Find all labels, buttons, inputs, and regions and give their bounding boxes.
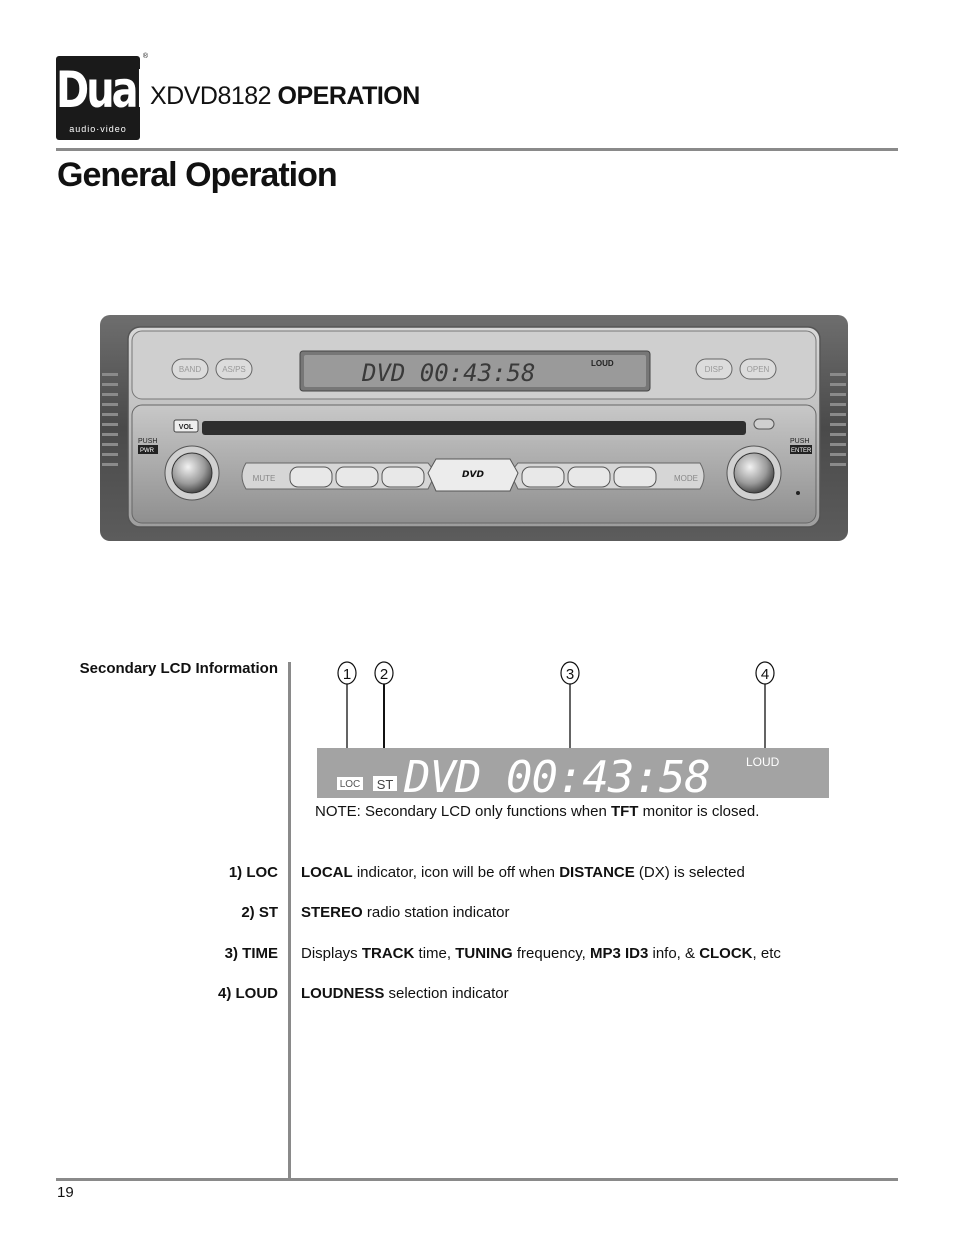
def-time-t3: info, &: [648, 945, 700, 962]
lcd-note: NOTE: Secondary LCD only functions when …: [315, 803, 759, 820]
def-label-loc: 1) LOC: [228, 864, 278, 881]
page-number: 19: [57, 1184, 74, 1201]
faceplate-push-left: PUSH: [138, 438, 157, 445]
faceplate-enter-label: ENTER: [791, 448, 812, 454]
faceplate-disp-label: DISP: [705, 365, 724, 374]
st-icon-box: [373, 776, 397, 791]
loc-icon-box: [337, 777, 363, 790]
def-loc-b1: LOCAL: [301, 864, 353, 881]
callout-1: 1: [343, 666, 351, 683]
faceplate-mode-label: MODE: [674, 474, 698, 483]
logo-subtitle: audio·video: [69, 124, 127, 134]
faceplate-loud-indicator: LOUD: [591, 359, 614, 368]
section-heading: Secondary LCD Information: [79, 660, 278, 677]
def-time-t0: Displays: [301, 945, 362, 962]
registered-mark: ®: [142, 53, 148, 60]
def-time-t1: time,: [414, 945, 456, 962]
note-bold: TFT: [610, 803, 639, 820]
lcd-panel: [317, 748, 829, 798]
footer-rule: [56, 1178, 898, 1181]
def-st-b1: STEREO: [301, 904, 363, 921]
callout-2: 2: [380, 666, 388, 683]
secondary-lcd-diagram: 1 2 3 4 LOC ST DVD 00:43:58 LOUD: [317, 661, 829, 800]
faceplate-dvd-logo: DVD: [462, 470, 484, 480]
faceplate-open-label: OPEN: [747, 365, 770, 374]
faceplate-upper-buttons: BAND AS/PS DISP OPEN: [171, 358, 777, 380]
def-label-time: 3) TIME: [224, 945, 278, 962]
def-text-st: STEREO radio station indicator: [301, 904, 509, 921]
dual-logo: Dual audio·video ®: [56, 53, 149, 140]
def-loc-t2: (DX) is selected: [634, 864, 745, 881]
def-loc-b2: DISTANCE: [559, 864, 635, 881]
def-time-b3: MP3 ID3: [589, 945, 649, 962]
faceplate-pwr-label: PWR: [140, 448, 155, 454]
note-prefix: NOTE: Secondary LCD only functions when: [315, 803, 611, 820]
def-text-time: Displays TRACK time, TUNING frequency, M…: [301, 945, 781, 962]
logo-word: Dual: [56, 62, 149, 120]
def-time-t2: frequency,: [512, 945, 590, 962]
radio-faceplate-illustration: DVD 00:43:58 LOUD BAND AS/PS DISP OPEN V…: [100, 315, 848, 541]
faceplate-band-label: BAND: [179, 365, 201, 374]
model-heading: XDVD8182 OPERATION: [150, 82, 420, 111]
note-suffix: monitor is closed.: [638, 803, 760, 820]
st-icon: ST: [377, 777, 394, 792]
callout-3: 3: [566, 666, 574, 683]
lcd-digits: DVD 00:43:58: [403, 752, 710, 800]
def-time-b1: TRACK: [361, 945, 415, 962]
def-time-b4: CLOCK: [699, 945, 753, 962]
page-title: General Operation: [57, 156, 338, 194]
faceplate-mute-label: MUTE: [253, 474, 276, 483]
def-loud-b1: LOUDNESS: [301, 985, 385, 1002]
loc-icon: LOC: [340, 779, 361, 790]
faceplate-vol-label: VOL: [179, 424, 194, 431]
def-time-b2: TUNING: [455, 945, 513, 962]
faceplate-push-right: PUSH: [790, 438, 809, 445]
callout-4: 4: [761, 666, 769, 683]
faceplate-display-text: DVD 00:43:58: [361, 359, 535, 387]
def-label-loud: 4) LOUD: [218, 985, 278, 1002]
def-st-t1: radio station indicator: [362, 904, 510, 921]
faceplate-asps-label: AS/PS: [222, 365, 246, 374]
def-text-loc: LOCAL indicator, icon will be off when D…: [301, 864, 745, 881]
model-number: XDVD8182: [150, 82, 272, 110]
column-divider: [288, 662, 291, 1179]
def-text-loud: LOUDNESS selection indicator: [301, 985, 509, 1002]
def-time-t4: , etc: [752, 945, 781, 962]
def-loc-t1: indicator, icon will be off when: [352, 864, 560, 881]
model-suffix: OPERATION: [277, 82, 421, 110]
def-label-st: 2) ST: [241, 904, 278, 921]
header-rule: [56, 148, 898, 151]
def-loud-t1: selection indicator: [384, 985, 509, 1002]
lcd-loud: LOUD: [746, 755, 780, 769]
